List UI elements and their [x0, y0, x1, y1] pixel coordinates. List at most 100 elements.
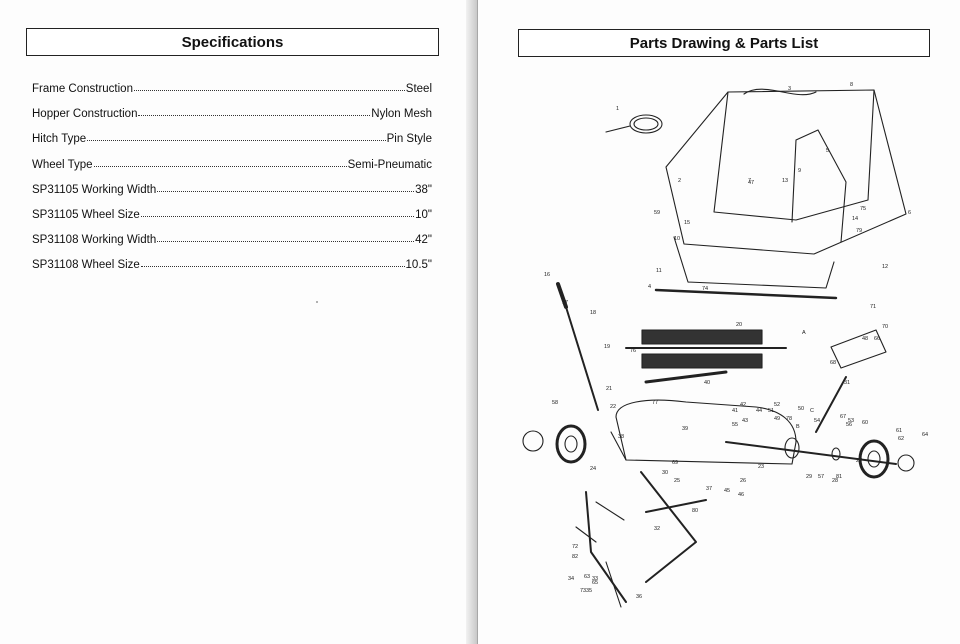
part-callout-label: 76: [630, 348, 636, 354]
part-callout-label: 45: [724, 488, 730, 494]
part-callout-label: 55: [732, 422, 738, 428]
spec-row: Hitch Type Pin Style: [32, 132, 432, 157]
part-callout-label: 7: [748, 178, 751, 184]
part-callout-label: 30: [662, 470, 668, 476]
part-callout-label: 53: [848, 418, 854, 424]
part-callout-label: 23: [758, 464, 764, 470]
spec-value: Steel: [405, 83, 432, 95]
part-callout-label: 66: [874, 336, 880, 342]
spec-value: 10": [415, 208, 432, 221]
axle-rod-40: [644, 370, 728, 384]
part-callout-label: 74: [702, 286, 708, 292]
spec-value: Nylon Mesh: [371, 108, 432, 121]
part-callout-label: 22: [610, 404, 616, 410]
part-callout-label: 19: [604, 344, 610, 350]
part-callout-label: 64: [922, 432, 928, 438]
rope-coil: [629, 114, 663, 134]
part-callout-label: 35: [586, 588, 592, 594]
parts-drawing-title: Parts Drawing & Parts List: [518, 29, 930, 57]
spec-row: Hopper Construction Nylon Mesh: [32, 107, 432, 132]
hitch-links: [575, 501, 625, 543]
part-callout-label: 54: [814, 418, 820, 424]
spec-value: Semi-Pneumatic: [347, 158, 432, 171]
part-callout-label: 61: [896, 428, 902, 434]
bushing-part: [831, 447, 841, 461]
part-callout-label: 15: [684, 220, 690, 226]
right-page: Parts Drawing & Parts List: [478, 0, 960, 644]
part-callout-label: 1: [616, 106, 619, 112]
part-callout-label: 43: [742, 418, 748, 424]
spec-value: Pin Style: [386, 133, 432, 146]
part-callout-label: 8: [850, 82, 853, 88]
part-callout-label: 77: [652, 400, 658, 406]
dot-leader: [93, 158, 347, 167]
hopper-handle: [743, 88, 817, 96]
left-wheel: [555, 424, 587, 464]
dot-leader: [138, 107, 371, 117]
adjuster-rod: [815, 376, 847, 433]
part-callout-label: 46: [738, 492, 744, 498]
hitch-spring: [556, 282, 568, 309]
part-callout-label: 34: [568, 576, 574, 582]
part-callout-label: 65: [592, 580, 598, 586]
part-callout-label: 82: [572, 554, 578, 560]
part-callout-label: 49: [774, 416, 780, 422]
hitch-arm-right: [640, 471, 697, 583]
part-callout-label: 67: [840, 414, 846, 420]
part-callout-label: 14: [852, 216, 858, 222]
wheel-axle: [725, 441, 897, 465]
exploded-view-svg: 1234567891011121314151617181920212223242…: [522, 82, 928, 608]
part-callout-label: 10: [674, 236, 680, 242]
part-callout-label: 69: [672, 460, 678, 466]
rope-end: [605, 125, 631, 133]
height-adjuster: [830, 329, 887, 369]
dot-leader: [140, 208, 415, 217]
spec-label: SP31105 Wheel Size: [32, 208, 140, 221]
part-callout-label: 71: [870, 304, 876, 310]
part-callout-label: 38: [618, 434, 624, 440]
axle-rod-4: [654, 288, 838, 300]
part-callout-label: 47: [748, 180, 754, 186]
dot-leader: [87, 132, 386, 142]
hopper-inner-frame: [713, 89, 875, 221]
spec-label: SP31108 Working Width: [32, 234, 157, 247]
part-callout-label: C: [810, 408, 814, 414]
part-callout-label: 51: [768, 408, 774, 414]
hopper-divider: [791, 129, 847, 243]
part-callout-label: 37: [706, 486, 712, 492]
spec-label: Hitch Type: [32, 133, 87, 146]
brush-bottom: [641, 353, 763, 369]
hitch-bracket: [605, 561, 622, 608]
part-callout-label: 72: [572, 544, 578, 550]
part-callout-label: 9: [798, 168, 801, 174]
part-callout-label: 75: [860, 206, 866, 212]
part-callout-label: 44: [756, 408, 762, 414]
part-callout-label: 81: [836, 474, 842, 480]
part-callout-label: 39: [682, 426, 688, 432]
part-callout-label: 11: [656, 268, 662, 274]
right-wheel-hub: [867, 450, 881, 468]
hitch-crossbar: [645, 499, 707, 513]
part-callout-label: 2: [678, 178, 681, 184]
part-callout-label: 79: [856, 228, 862, 234]
part-callout-label: 27: [856, 458, 862, 464]
part-callout-label: 12: [882, 264, 888, 270]
spec-row: SP31105 Wheel Size 10": [32, 208, 432, 233]
part-callout-label: 56: [846, 422, 852, 428]
part-callouts: 1234567891011121314151617181920212223242…: [544, 82, 928, 600]
spec-label: Hopper Construction: [32, 108, 138, 121]
part-callout-label: 4: [648, 284, 651, 290]
right-hubcap: [897, 454, 915, 472]
part-callout-label: 41: [732, 408, 738, 414]
left-wheel-hub: [564, 435, 578, 453]
part-callout-label: 29: [806, 474, 812, 480]
part-callout-label: 32: [654, 526, 660, 532]
part-callout-label: 21: [606, 386, 612, 392]
part-callout-label: 42: [740, 402, 746, 408]
part-callout-label: B: [796, 424, 800, 430]
dot-leader: [157, 233, 415, 243]
